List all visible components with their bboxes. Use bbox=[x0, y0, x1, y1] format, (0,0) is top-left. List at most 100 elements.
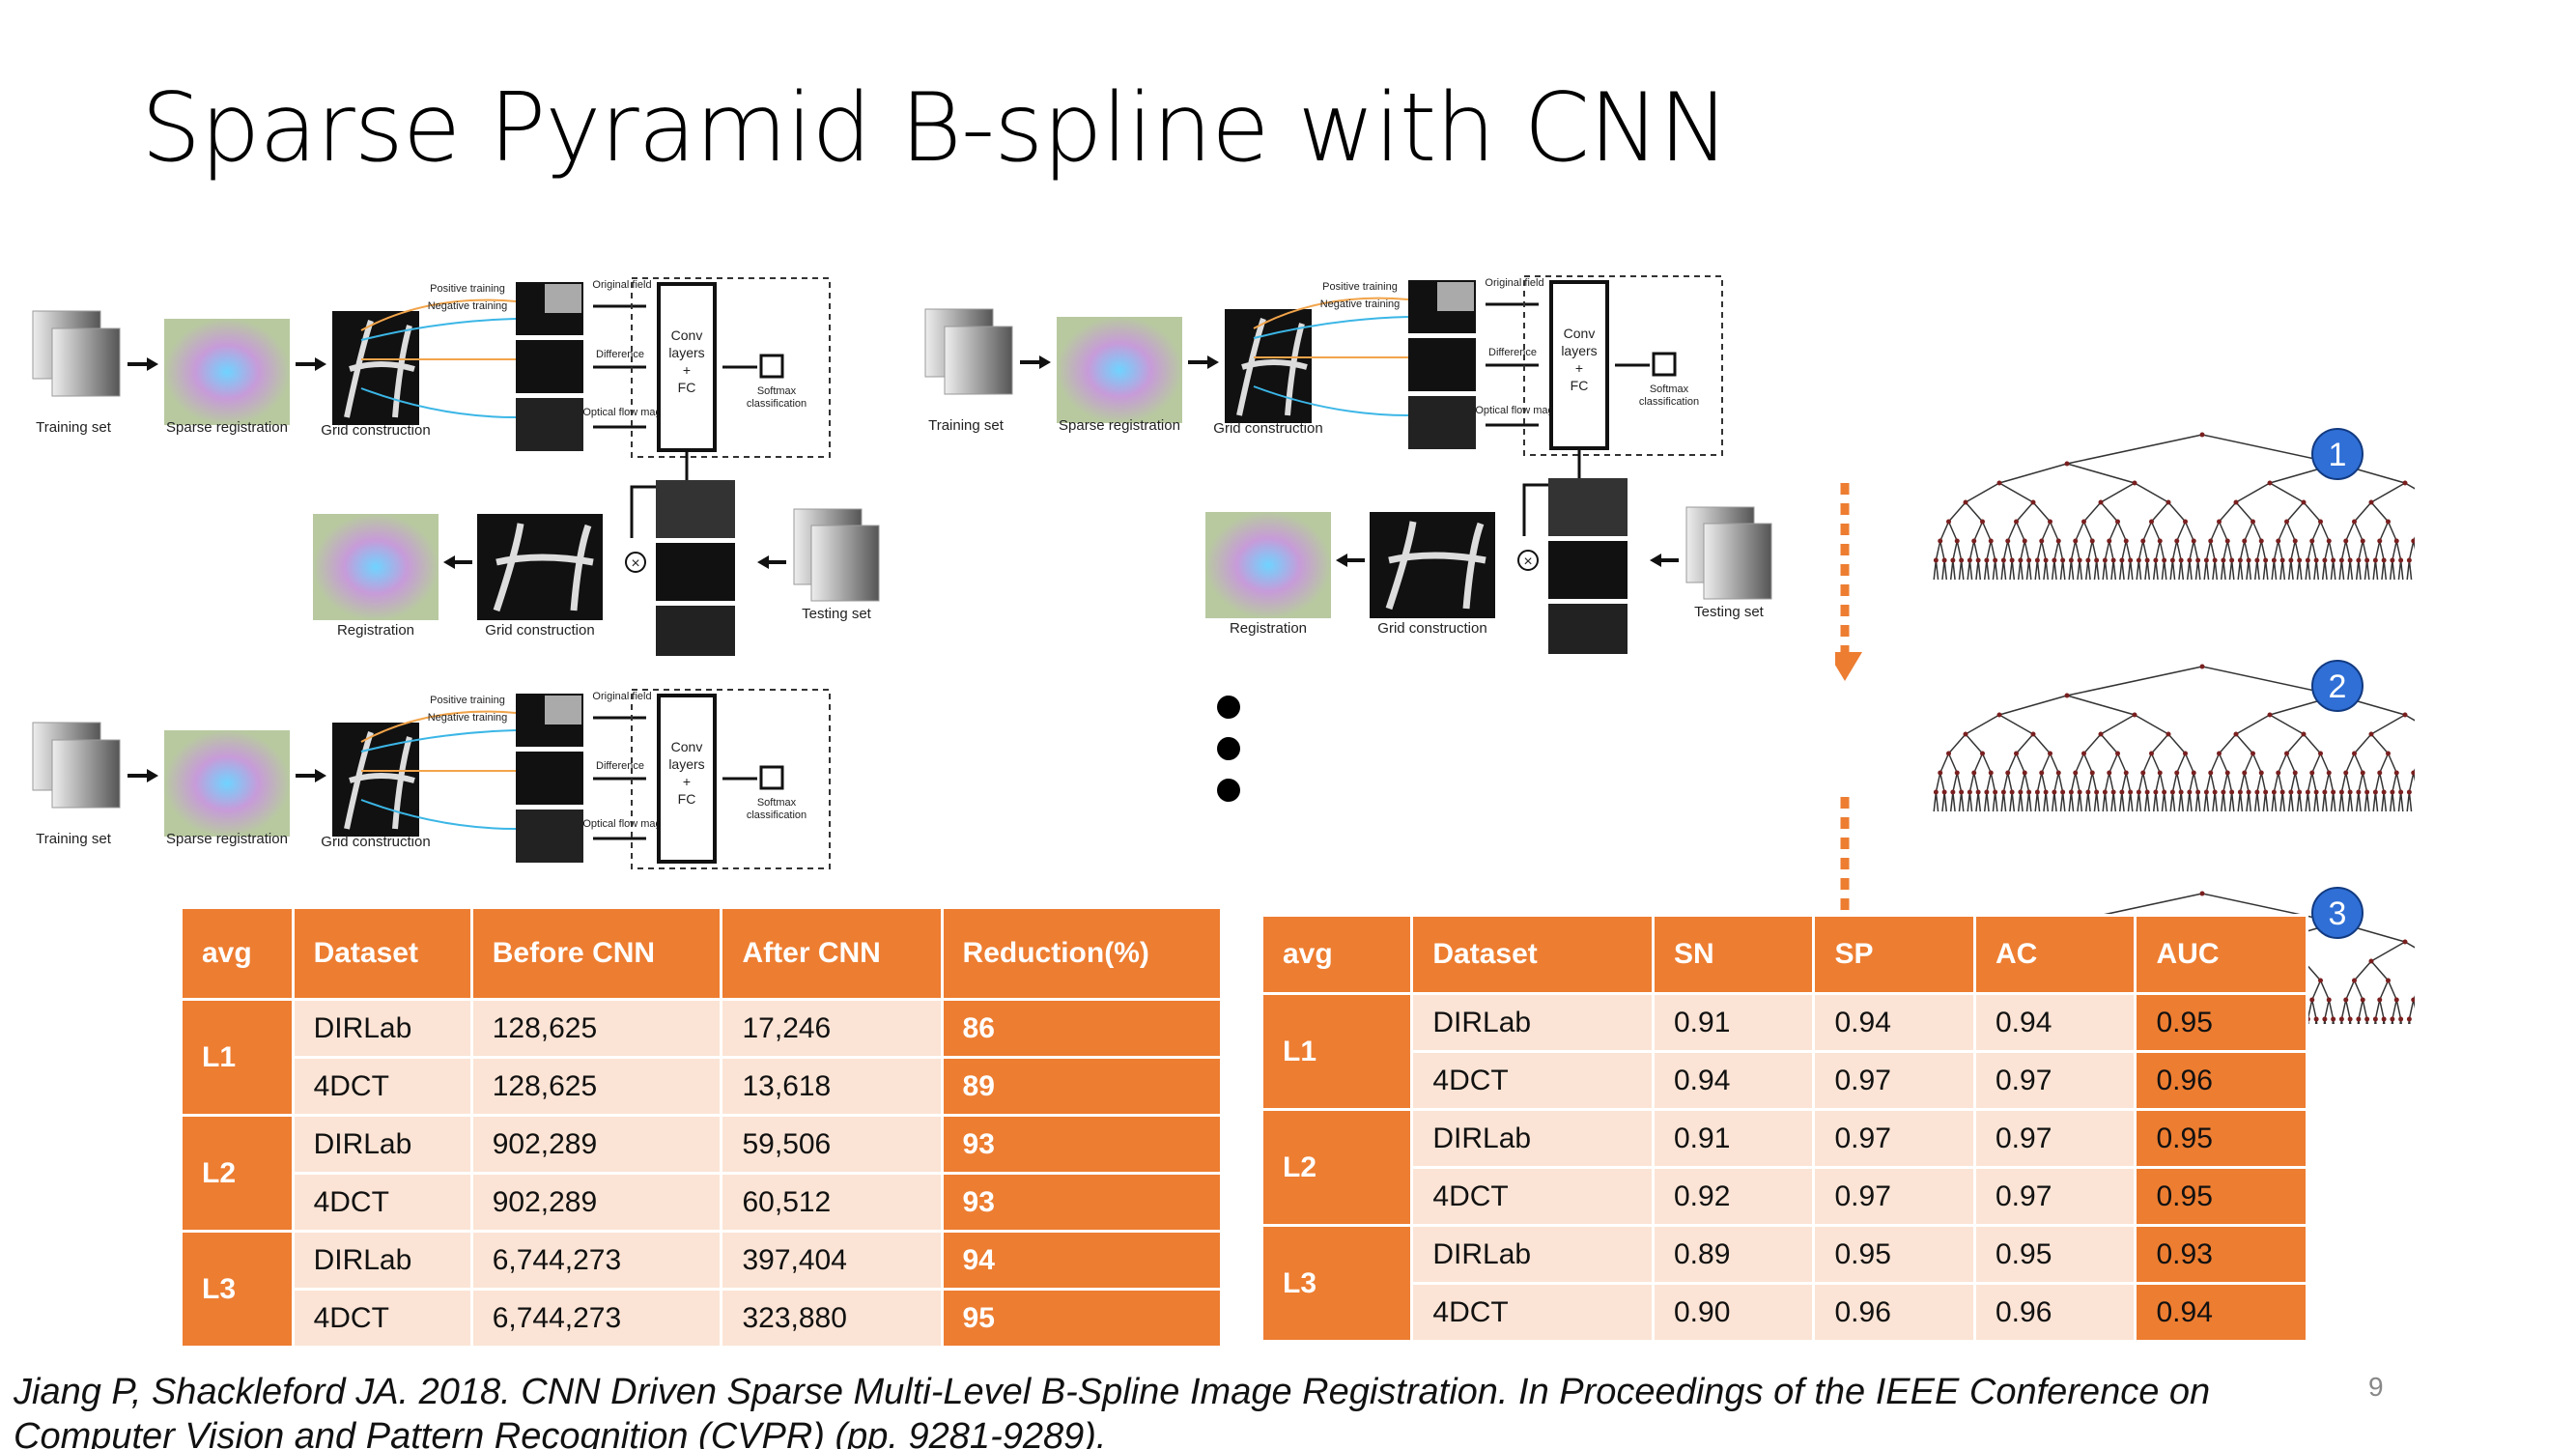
testing-set-label: Testing set bbox=[802, 606, 872, 622]
grid-construction-label: Grid construction bbox=[321, 834, 430, 850]
table-cell: 0.97 bbox=[1975, 1053, 2135, 1108]
testing-set-label: Testing set bbox=[1694, 604, 1765, 620]
softmax-square bbox=[1652, 352, 1677, 377]
conv-label: FC bbox=[1571, 378, 1589, 393]
conv-label: + bbox=[683, 774, 691, 789]
table-cell: 0.95 bbox=[1975, 1227, 2135, 1282]
negative-training-label: Negative training bbox=[428, 712, 508, 724]
sparse-registration-label: Sparse registration bbox=[1059, 417, 1180, 434]
softmax-label: classification bbox=[747, 398, 807, 410]
sparse-registration-image bbox=[1057, 317, 1182, 423]
table-cell: 17,246 bbox=[722, 1001, 941, 1056]
table-cell: 902,289 bbox=[472, 1175, 721, 1230]
original-field-label: Original field bbox=[592, 279, 651, 291]
testing-feature-image bbox=[656, 480, 735, 538]
level-cell: L3 bbox=[1263, 1227, 1411, 1340]
conv-label: layers bbox=[668, 756, 704, 772]
softmax-square bbox=[759, 354, 784, 379]
optical-flow-image bbox=[516, 398, 583, 451]
conv-label: FC bbox=[678, 380, 696, 395]
table-cell: 397,404 bbox=[722, 1233, 941, 1288]
table-cell: 323,880 bbox=[722, 1291, 941, 1346]
level-cell: L3 bbox=[183, 1233, 292, 1346]
optical-flow-image bbox=[1408, 396, 1476, 449]
table-cell: 6,744,273 bbox=[472, 1233, 721, 1288]
softmax-square bbox=[759, 765, 784, 790]
training-set-image bbox=[944, 326, 1013, 395]
table-cell: 0.94 bbox=[1815, 995, 1973, 1050]
difference-label: Difference bbox=[596, 349, 644, 360]
multiply-sign: × bbox=[1523, 554, 1532, 570]
training-set-image bbox=[51, 327, 121, 397]
sparse-registration-image bbox=[164, 730, 290, 837]
table-cell: 4DCT bbox=[1413, 1169, 1652, 1224]
training-set-image bbox=[51, 739, 121, 809]
sparse-registration-label: Sparse registration bbox=[166, 831, 288, 847]
testing-set-image bbox=[810, 525, 880, 602]
negative-training-label: Negative training bbox=[428, 300, 508, 312]
conv-label: + bbox=[683, 362, 691, 378]
cnn-box bbox=[631, 689, 831, 869]
table-cell: 0.94 bbox=[1654, 1053, 1813, 1108]
ellipsis-dots bbox=[1217, 696, 1240, 820]
header-cell: avg bbox=[1263, 917, 1411, 992]
header-cell: Dataset bbox=[1413, 917, 1652, 992]
level-badge-icon bbox=[2311, 660, 2364, 712]
difference-image bbox=[516, 340, 583, 393]
positive-training-label: Positive training bbox=[1322, 281, 1398, 293]
dot bbox=[1217, 737, 1240, 760]
training-set-label: Training set bbox=[36, 831, 112, 847]
table-cell: 0.91 bbox=[1654, 1111, 1813, 1166]
optical-flow-image bbox=[516, 810, 583, 863]
dot bbox=[1217, 696, 1240, 719]
table-cell: 0.95 bbox=[2137, 995, 2306, 1050]
conv-label: Conv bbox=[671, 739, 703, 754]
training-set-label: Training set bbox=[36, 419, 112, 436]
level-cell: L2 bbox=[183, 1117, 292, 1230]
table-cell: 0.97 bbox=[1815, 1169, 1973, 1224]
table-cell: 902,289 bbox=[472, 1117, 721, 1172]
softmax-label: classification bbox=[747, 810, 807, 821]
conv-layers-block bbox=[657, 282, 717, 452]
softmax-label: Softmax bbox=[1650, 384, 1689, 395]
difference-image bbox=[1408, 338, 1476, 391]
table-cell: DIRLab bbox=[1413, 995, 1652, 1050]
table-cell: 0.94 bbox=[1975, 995, 2135, 1050]
table-cell: DIRLab bbox=[1413, 1111, 1652, 1166]
header-cell: AC bbox=[1975, 917, 2135, 992]
table-cell: 0.97 bbox=[1815, 1111, 1973, 1166]
header-cell: SN bbox=[1654, 917, 1813, 992]
difference-image bbox=[516, 752, 583, 805]
conv-layers-block bbox=[1549, 280, 1609, 450]
table-cell: 4DCT bbox=[294, 1059, 470, 1114]
dot bbox=[1217, 779, 1240, 802]
header-cell: AUC bbox=[2137, 917, 2306, 992]
table-cell: 0.90 bbox=[1654, 1285, 1813, 1340]
registration-image bbox=[313, 514, 439, 620]
table-cell: DIRLab bbox=[294, 1001, 470, 1056]
header-cell: After CNN bbox=[722, 909, 941, 998]
softmax-label: Softmax bbox=[757, 797, 797, 809]
table-cell: 0.91 bbox=[1654, 995, 1813, 1050]
table-cell: 6,744,273 bbox=[472, 1291, 721, 1346]
conv-label: FC bbox=[678, 791, 696, 807]
optical-flow-label: Optical flow mag bbox=[1475, 405, 1553, 416]
pipeline-diagram: Training set Sparse registration Grid cons… bbox=[32, 689, 831, 869]
level-badge-label: 3 bbox=[2329, 895, 2347, 932]
level-cell: L2 bbox=[1263, 1111, 1411, 1224]
multiply-icon bbox=[625, 552, 646, 573]
table-cell: 0.95 bbox=[2137, 1169, 2306, 1224]
table-cell: 0.97 bbox=[1975, 1169, 2135, 1224]
grid-construction-label: Grid construction bbox=[321, 422, 430, 439]
sparse-registration-image bbox=[164, 319, 290, 425]
training-set-label: Training set bbox=[928, 417, 1005, 434]
